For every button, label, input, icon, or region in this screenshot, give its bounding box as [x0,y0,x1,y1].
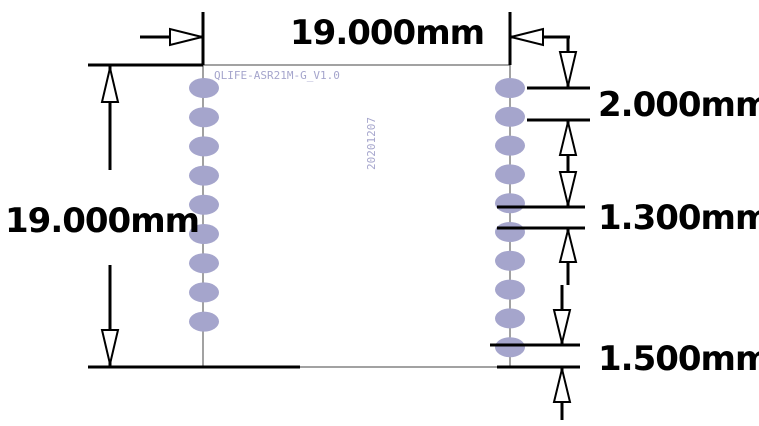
offset-arrow-down-icon [558,51,578,87]
right-pad [495,308,525,329]
right-pad [495,135,525,156]
bottom-offset-label: 1.500mm [598,339,759,379]
width-arrow-right-icon [510,27,544,47]
right-pad [495,164,525,185]
height-dimension-label: 19.000mm [5,201,199,241]
right-pad [495,250,525,271]
pitch-arrow-up-icon [558,229,578,263]
board-outline [202,64,511,368]
right-pad [495,193,525,214]
left-pad [189,282,219,303]
left-pad [189,194,219,215]
bottom-arrow-up-icon [552,368,572,403]
module-name-silkscreen: QLIFE-ASR21M-G_V1.0 [214,69,340,82]
left-pad [189,136,219,157]
left-pad [189,224,219,244]
right-pad [495,279,525,300]
right-pad-column [495,78,525,358]
left-pad [189,107,219,128]
date-code-silkscreen: 20201207 [365,117,378,170]
left-pad [189,165,219,186]
offset-arrow-up-icon [558,121,578,156]
bottom-arrow-down-icon [552,309,572,344]
right-pad [495,78,525,98]
left-pad [189,253,219,274]
right-pad [495,106,525,127]
left-pad-column [189,78,219,332]
right-pad [495,337,525,358]
left-pad [189,311,219,332]
height-arrow-down-icon [100,329,120,365]
pad-offset-label: 2.000mm [598,85,759,125]
pitch-arrow-down-icon [558,171,578,206]
pad-pitch-label: 1.300mm [598,198,759,238]
width-arrow-left-icon [169,27,203,47]
left-pad [189,78,219,98]
height-arrow-up-icon [100,67,120,103]
right-pad [495,222,525,242]
width-dimension-label: 19.000mm [290,13,484,53]
